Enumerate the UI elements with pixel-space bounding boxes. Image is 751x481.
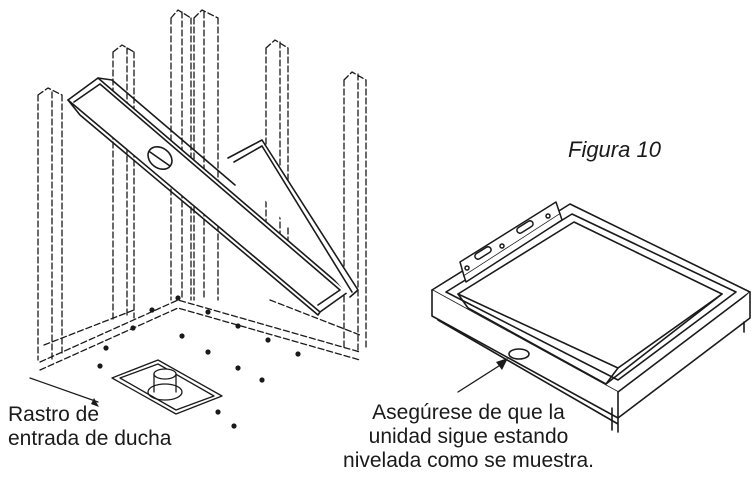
right-caption-leader: [457, 363, 503, 393]
drain-caption-line-2: entrada de ducha: [8, 427, 172, 450]
level-check-caption: Asegúrese de que la unidad sigue estando…: [316, 401, 621, 473]
drain-caption-line-1: Rastro de: [8, 403, 100, 426]
level-caption-line-1: Asegúrese de que la: [372, 401, 565, 424]
figure-label: Figura 10: [568, 137, 661, 162]
level-shower-pan: [431, 203, 751, 433]
shower-drain-outline: [111, 359, 223, 415]
left-caption-leader: [29, 377, 99, 403]
drain-location-caption: Rastro de entrada de ducha: [8, 403, 171, 451]
tilted-shower-pan: [67, 77, 359, 316]
spirit-level-icon: [459, 201, 563, 283]
level-caption-line-2: unidad sigue estando: [368, 425, 569, 448]
floor-dot-pattern: [97, 295, 301, 429]
level-caption-line-3: nivelada como se muestra.: [343, 449, 594, 472]
